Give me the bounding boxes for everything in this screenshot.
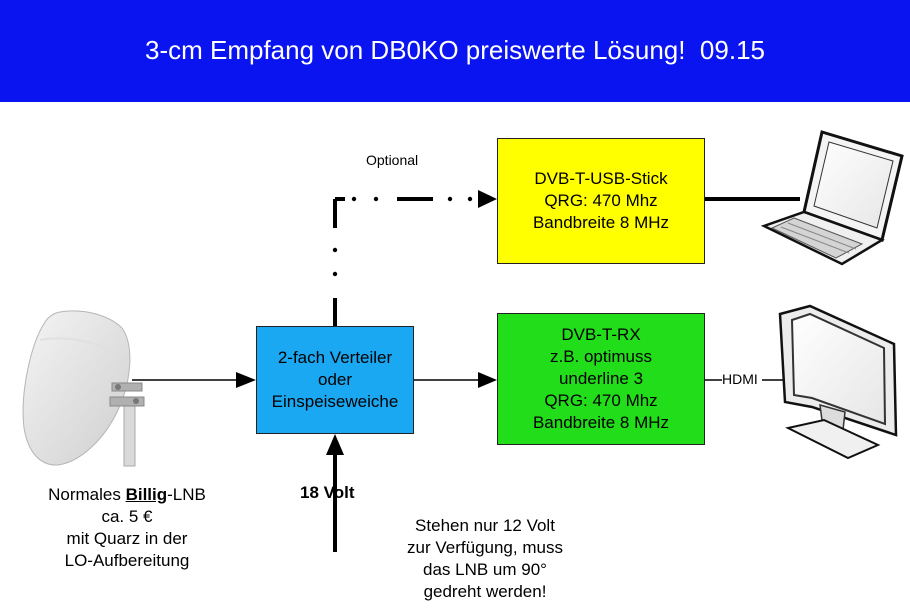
lnb-caption-line-4: LO-Aufbereitung <box>64 551 190 570</box>
lnb-caption: Normales Billig-LNB ca. 5 € mit Quarz in… <box>12 484 242 572</box>
usb-stick-line-3: Bandbreite 8 MHz <box>532 213 670 232</box>
splitter-line-2: oder <box>317 370 353 389</box>
splitter-line-3: Einspeiseweiche <box>271 392 399 411</box>
arrow-lnb-to-splitter <box>132 372 256 388</box>
receiver-box: DVB-T-RX z.B. optimuss underline 3 QRG: … <box>497 313 705 445</box>
receiver-line-1: DVB-T-RX <box>561 325 641 344</box>
receiver-line-4: QRG: 470 Mhz <box>544 391 658 410</box>
rotation-note: Stehen nur 12 Volt zur Verfügung, muss d… <box>378 515 592 603</box>
hdmi-label: HDMI <box>722 371 758 387</box>
splitter-line-1: 2-fach Verteiler <box>277 348 393 367</box>
optional-label: Optional <box>366 152 419 168</box>
lnb-caption-line-2: ca. 5 € <box>101 507 153 526</box>
arrow-power-to-splitter <box>326 434 344 552</box>
usb-stick-line-2: QRG: 470 Mhz <box>544 191 658 210</box>
receiver-line-5: Bandbreite 8 MHz <box>532 413 670 432</box>
arrow-splitter-to-receiver <box>414 372 497 388</box>
note-line-1: Stehen nur 12 Volt <box>415 516 555 535</box>
monitor-icon <box>778 304 898 460</box>
lnb-caption-line-1: Normales Billig-LNB <box>12 484 242 506</box>
note-line-2: zur Verfügung, muss <box>407 538 563 557</box>
power-label: 18 Volt <box>300 483 355 502</box>
usb-stick-box: DVB-T-USB-Stick QRG: 470 Mhz Bandbreite … <box>497 138 705 264</box>
lnb-caption-bold: Billig <box>125 485 168 504</box>
lnb-caption-line-3: mit Quarz in der <box>66 529 188 548</box>
lnb-caption-prefix: Normales <box>48 485 126 504</box>
page-title: 3-cm Empfang von DB0KO preiswerte Lösung… <box>145 34 765 65</box>
title-banner: 3-cm Empfang von DB0KO preiswerte Lösung… <box>0 0 910 102</box>
laptop-icon <box>760 130 904 266</box>
usb-stick-line-1: DVB-T-USB-Stick <box>534 169 668 188</box>
optional-dashed-path <box>332 190 497 326</box>
lnb-caption-suffix: -LNB <box>167 485 206 504</box>
receiver-line-3: underline 3 <box>558 369 644 388</box>
lnb-antenna-icon <box>22 310 145 467</box>
receiver-line-2: z.B. optimuss <box>549 347 653 366</box>
note-line-3: das LNB um 90° <box>423 560 547 579</box>
note-line-4: gedreht werden! <box>423 582 547 601</box>
splitter-box: 2-fach Verteiler oder Einspeiseweiche <box>256 326 414 434</box>
